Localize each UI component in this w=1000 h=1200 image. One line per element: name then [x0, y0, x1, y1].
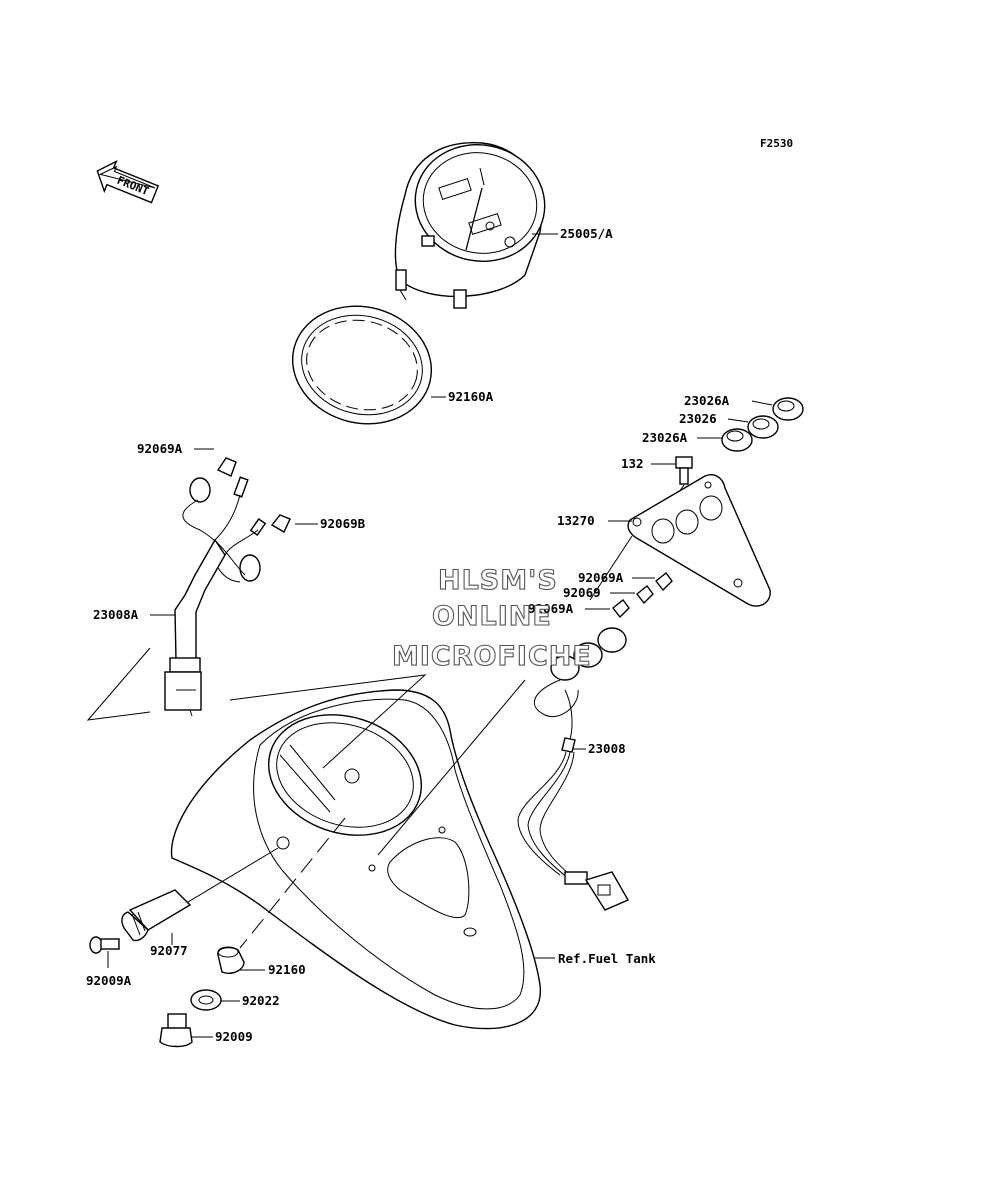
label-92069: 92069	[563, 585, 601, 600]
label-92069a-right-bottom: 92069A	[528, 601, 574, 616]
label-23026a-top: 23026A	[684, 393, 730, 408]
caps-drawing	[721, 397, 804, 452]
label-23008: 23008	[588, 741, 626, 756]
label-ref-fuel-tank: Ref.Fuel Tank	[558, 951, 656, 966]
label-132: 132	[621, 456, 644, 471]
label-23008a: 23008A	[93, 607, 139, 622]
screw-92009a-drawing	[89, 936, 120, 954]
label-13270: 13270	[557, 513, 595, 528]
fuel-tank-cover-drawing	[170, 689, 541, 1030]
left-harness-drawing	[164, 457, 291, 717]
meter-assembly-drawing	[394, 142, 546, 309]
label-92160: 92160	[268, 962, 306, 977]
label-23026: 23026	[679, 411, 717, 426]
label-92009: 92009	[215, 1029, 253, 1044]
watermark-line-3: MICROFICHE	[392, 641, 592, 672]
knob-drawing	[121, 889, 192, 942]
label-25005-a: 25005/A	[560, 226, 613, 241]
figure-code: F2530	[760, 137, 793, 150]
label-92069a-right-top: 92069A	[578, 570, 624, 585]
front-arrow-icon: FRONT	[96, 159, 160, 204]
washer-drawing	[190, 989, 222, 1011]
right-harness-drawing	[517, 572, 673, 911]
label-92160a: 92160A	[448, 389, 494, 404]
meter-ring-drawing	[291, 305, 433, 425]
screw-132-drawing	[675, 456, 693, 485]
indicator-bracket-drawing	[627, 474, 771, 607]
label-92077: 92077	[150, 943, 188, 958]
grommet-drawing	[217, 946, 245, 974]
watermark-line-2: ONLINE	[432, 601, 552, 632]
label-92009a: 92009A	[86, 973, 132, 988]
label-92069b: 92069B	[320, 516, 366, 531]
bolt-drawing	[159, 1013, 193, 1048]
watermark-line-1: HLSM'S	[438, 565, 558, 596]
label-23026a-bottom: 23026A	[642, 430, 688, 445]
label-92069a-left: 92069A	[137, 441, 183, 456]
label-92022: 92022	[242, 993, 280, 1008]
